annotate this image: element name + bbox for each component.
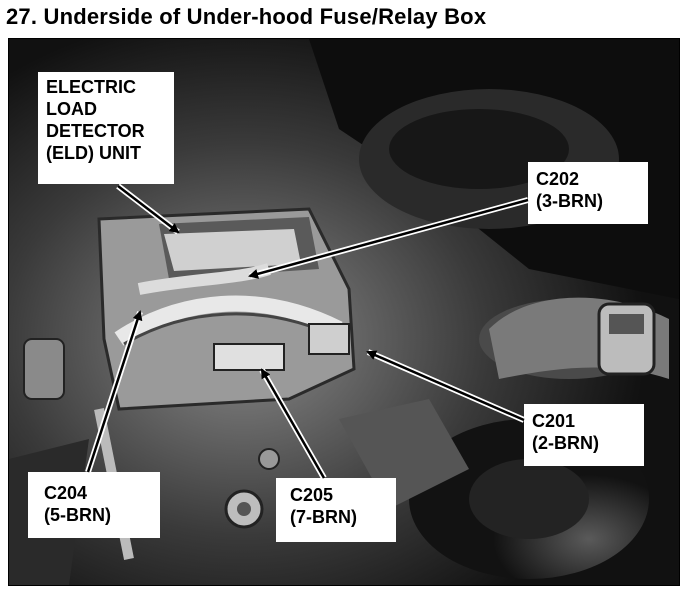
eld-label-line-3: DETECTOR [46, 121, 145, 141]
eld-unit-label: ELECTRIC LOAD DETECTOR (ELD) UNIT [38, 72, 174, 184]
c205-spec: (7-BRN) [290, 507, 357, 527]
eld-label-line-1: ELECTRIC [46, 77, 136, 97]
c201-label: C201 (2-BRN) [524, 404, 644, 466]
eld-label-line-4: (ELD) UNIT [46, 143, 141, 163]
page-title: 27. Underside of Under-hood Fuse/Relay B… [6, 4, 487, 29]
c202-spec: (3-BRN) [536, 191, 603, 211]
c205-name: C205 [290, 485, 334, 505]
c201-spec: (2-BRN) [532, 433, 599, 453]
c202-label: C202 (3-BRN) [528, 162, 648, 224]
c204-name: C204 [44, 483, 88, 503]
c205-label: C205 (7-BRN) [276, 478, 396, 542]
c204-label: C204 (5-BRN) [28, 472, 160, 538]
c204-spec: (5-BRN) [44, 505, 111, 525]
eld-label-line-2: LOAD [46, 99, 97, 119]
c201-name: C201 [532, 411, 576, 431]
c202-name: C202 [536, 169, 580, 189]
